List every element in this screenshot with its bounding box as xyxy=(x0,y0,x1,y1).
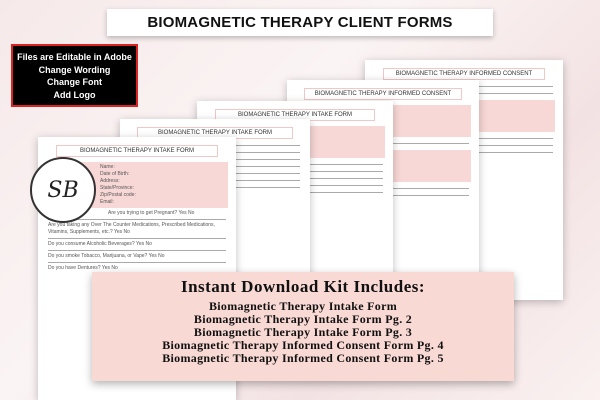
field-label: Address: xyxy=(100,178,120,184)
logo-initials: SB xyxy=(47,177,79,203)
field-label: Email: xyxy=(100,199,114,205)
field-label: Do you have Dentures? Yes No xyxy=(48,265,118,271)
field-label: Do you consume Alcoholic Beverages? Yes … xyxy=(48,241,152,247)
brand-logo-seal: SB xyxy=(30,157,96,223)
page-title: BIOMAGNETIC THERAPY CLIENT FORMS xyxy=(107,9,493,36)
features-box: Files are Editable in Adobe Change Wordi… xyxy=(11,44,138,107)
form-title: BIOMAGNETIC THERAPY INFORMED CONSENT xyxy=(304,88,462,100)
feature: Change Wording xyxy=(38,64,111,75)
kit-item: Biomagnetic Therapy Informed Consent For… xyxy=(162,338,444,352)
field-label: Do you smoke Tobacco, Marijuana, or Vape… xyxy=(48,253,165,259)
kit-contents-panel: Instant Download Kit Includes: Biomagnet… xyxy=(92,272,514,381)
field-label: State/Province: xyxy=(100,185,134,191)
form-title: BIOMAGNETIC THERAPY INFORMED CONSENT xyxy=(382,68,546,80)
feature: Change Font xyxy=(47,77,102,87)
field-label: Are you trying to get Pregnant? Yes No xyxy=(108,210,195,216)
field-label: Date of Birth: xyxy=(100,171,130,177)
kit-item: Biomagnetic Therapy Intake Form Pg. 2 xyxy=(193,312,413,326)
kit-item: Biomagnetic Therapy Intake Form xyxy=(208,299,398,313)
kit-item: Biomagnetic Therapy Informed Consent For… xyxy=(162,351,444,365)
form-title: BIOMAGNETIC THERAPY INTAKE FORM xyxy=(55,145,219,157)
kit-item: Biomagnetic Therapy Intake Form Pg. 3 xyxy=(193,325,413,339)
field-label: Are you taking any Over The Counter Medi… xyxy=(48,222,215,235)
field-label: Name: xyxy=(100,164,115,170)
feature: Files are Editable in Adobe xyxy=(17,52,132,62)
feature: Add Logo xyxy=(53,89,96,100)
kit-heading: Instant Download Kit Includes: xyxy=(180,277,426,296)
field-label: Zip/Postal code: xyxy=(100,192,136,198)
